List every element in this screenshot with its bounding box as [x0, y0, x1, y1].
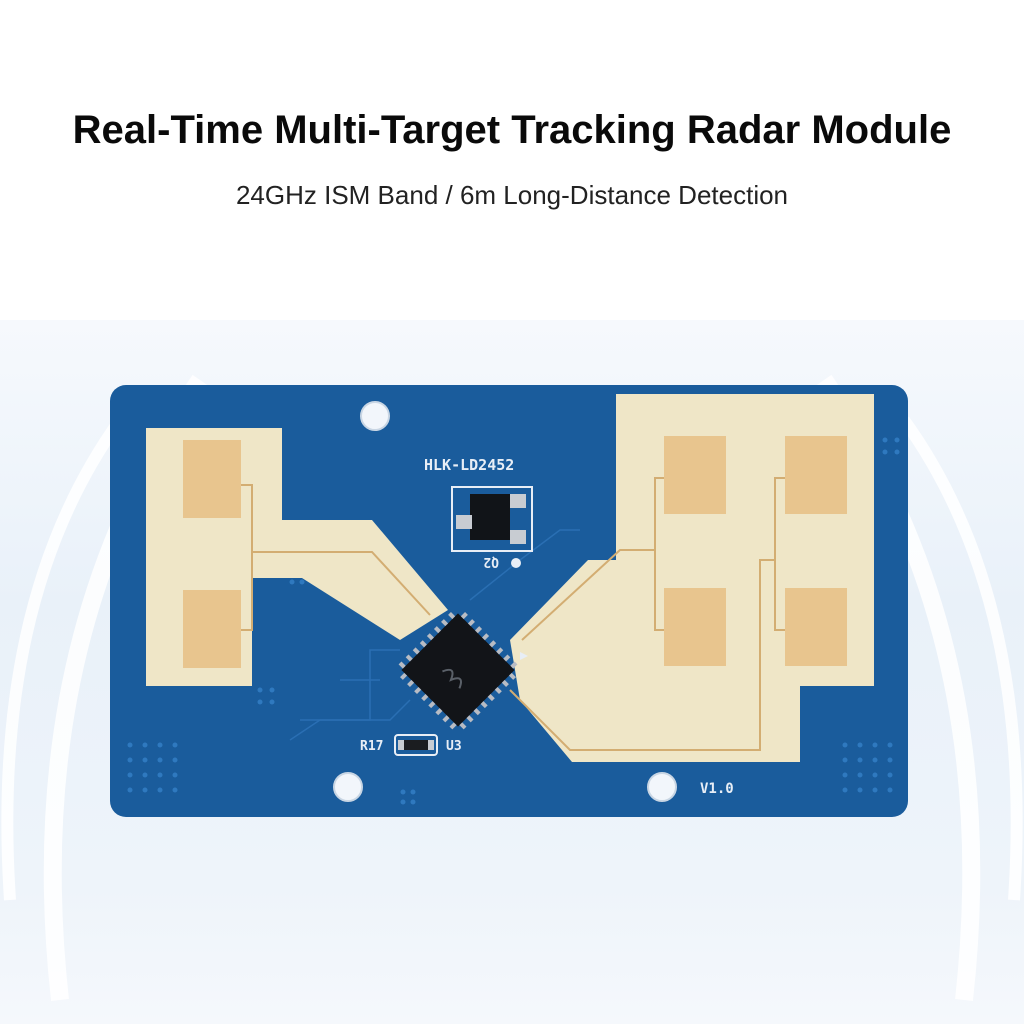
- signal-traces: [289, 529, 580, 741]
- antenna-patch: [183, 590, 241, 668]
- mounting-hole: [333, 772, 363, 802]
- header: Real-Time Multi-Target Tracking Radar Mo…: [0, 0, 1024, 330]
- antenna-patch: [785, 436, 847, 514]
- mounting-hole: [360, 401, 390, 431]
- resistor-r17: [394, 734, 438, 756]
- antenna-patch: [664, 436, 726, 514]
- mounting-hole: [647, 772, 677, 802]
- antenna-patch: [183, 440, 241, 518]
- pcb-board: HLK-LD2452 Q2 R17 U3 V1.0: [110, 385, 908, 817]
- transistor-q2: [451, 486, 533, 568]
- page-subtitle: 24GHz ISM Band / 6m Long-Distance Detect…: [235, 180, 789, 210]
- via-array: [127, 437, 900, 805]
- resistor-label: R17: [360, 739, 383, 754]
- model-silkscreen: HLK-LD2452: [424, 456, 514, 474]
- version-label: V1.0: [700, 781, 734, 797]
- rx-antenna-plane: [510, 394, 874, 762]
- ic-label: U3: [446, 739, 462, 754]
- antenna-patch: [664, 588, 726, 666]
- feed-lines: [509, 477, 785, 751]
- antenna-patch: [785, 588, 847, 666]
- transistor-label: Q2: [483, 554, 499, 569]
- page-title: Real-Time Multi-Target Tracking Radar Mo…: [72, 108, 952, 152]
- feed-lines: [241, 484, 431, 631]
